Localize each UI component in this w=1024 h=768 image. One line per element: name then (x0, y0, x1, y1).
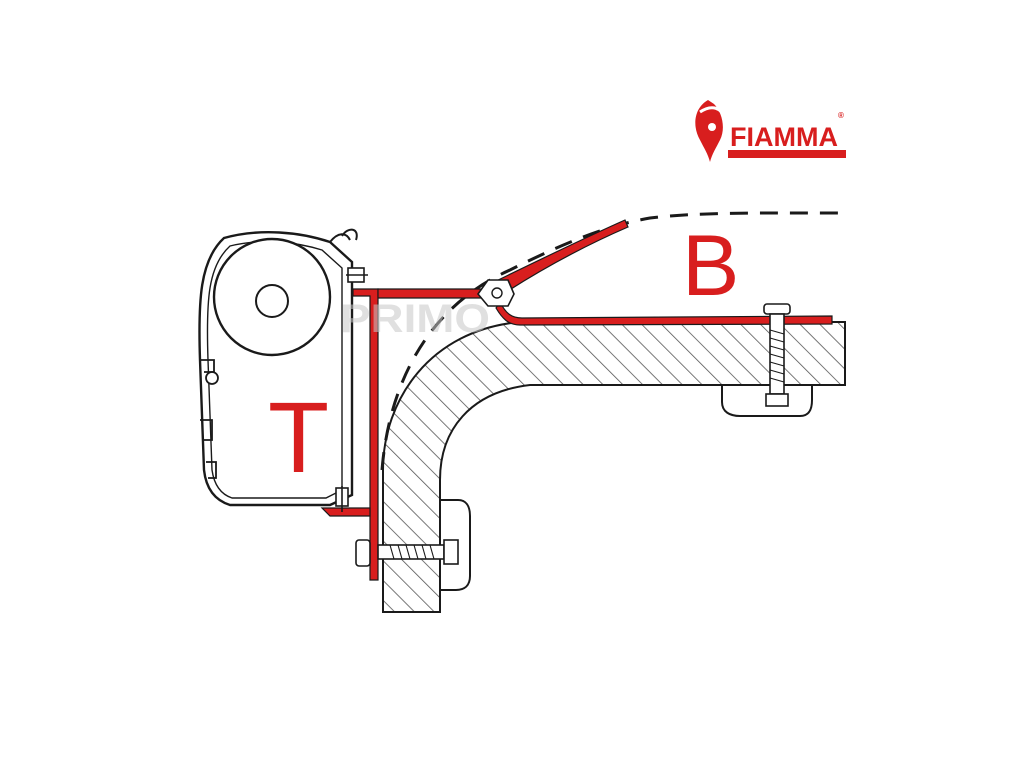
bottom-bolt-icon (335, 486, 349, 512)
brand-name: FIAMMA (730, 122, 838, 152)
roof-outline-dashed (380, 211, 846, 471)
registered-mark: ® (838, 111, 844, 120)
roller-axle (255, 284, 289, 318)
vertical-bolt-icon (763, 303, 791, 407)
bracket-nut-icon (476, 279, 515, 307)
bracket-b (320, 219, 833, 581)
watermark-text: PRIMO (340, 297, 490, 341)
flame-pin-icon (695, 100, 726, 162)
fiamma-logo: FIAMMA ® (695, 100, 846, 162)
brand-underline (728, 150, 846, 158)
top-bolt-icon (346, 267, 368, 283)
horizontal-bolt-icon (355, 539, 459, 567)
label-b: B (682, 218, 739, 314)
label-t: T (268, 382, 329, 494)
awning-cassette (198, 228, 368, 512)
